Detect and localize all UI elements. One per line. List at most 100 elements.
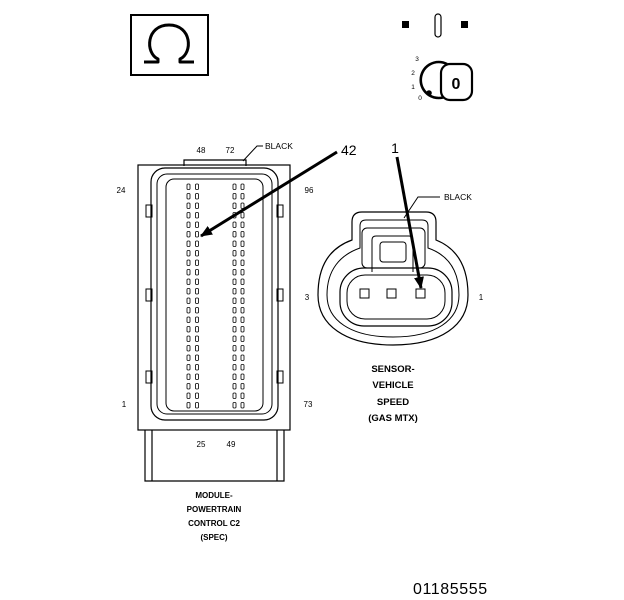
pcm-pin-cavity bbox=[240, 240, 245, 247]
pcm-pin-label: 1 bbox=[122, 400, 127, 409]
pcm-pin-cavity bbox=[186, 240, 191, 247]
pcm-pin-cavity bbox=[195, 231, 199, 238]
pcm-pin-cavity bbox=[232, 202, 237, 209]
vss-callout-number: 1 bbox=[391, 140, 399, 156]
pcm-pin-cavity bbox=[186, 231, 191, 238]
pcm-pin-cavity bbox=[240, 402, 245, 409]
pcm-connector-pin-field bbox=[165, 178, 264, 412]
pcm-pin-label: 25 bbox=[197, 440, 206, 449]
pcm-pin-cavity bbox=[232, 250, 237, 257]
ignition-key-icon: 0 3 2 1 0 bbox=[402, 13, 474, 102]
pcm-pin-cavity bbox=[186, 364, 191, 371]
pcm-pin-cavity bbox=[232, 297, 237, 304]
pcm-pin-cavity bbox=[186, 402, 191, 409]
pcm-pin-cavity bbox=[186, 354, 191, 361]
pcm-pin-cavity bbox=[186, 221, 191, 228]
pcm-pin-cavity bbox=[195, 212, 199, 219]
pcm-pin-cavity bbox=[240, 354, 245, 361]
pcm-pin-cavity bbox=[240, 193, 245, 200]
vss-callout-arrow bbox=[395, 156, 424, 289]
vss-pin-cavity bbox=[359, 288, 370, 299]
pcm-pin-label: 96 bbox=[305, 186, 314, 195]
vss-terminal-cavity-outer bbox=[339, 267, 453, 327]
pcm-pin-cavity bbox=[232, 231, 237, 238]
pcm-pin-cavity bbox=[195, 278, 199, 285]
pcm-pin-cavity bbox=[186, 392, 191, 399]
vss-connector-name: SPEED bbox=[377, 397, 409, 408]
key-head bbox=[439, 62, 474, 102]
pcm-pin-cavity bbox=[240, 212, 245, 219]
pcm-pin-cavity bbox=[195, 240, 199, 247]
vss-color-label: BLACK bbox=[444, 192, 472, 202]
pcm-connector-name: CONTROL C2 bbox=[188, 519, 240, 528]
pcm-connector-body-inner bbox=[156, 173, 273, 415]
vss-connector-name: SENSOR- bbox=[371, 364, 414, 375]
pcm-pin-cavity bbox=[186, 288, 191, 295]
pcm-pin-cavity bbox=[195, 193, 199, 200]
pcm-pin-cavity bbox=[232, 193, 237, 200]
pcm-pin-cavity bbox=[232, 345, 237, 352]
pcm-pin-cavity bbox=[186, 250, 191, 257]
key-position-marker bbox=[426, 90, 432, 96]
pcm-pin-cavity bbox=[240, 259, 245, 266]
pcm-pin-cavity bbox=[240, 269, 245, 276]
vss-pin-cavity bbox=[386, 288, 397, 299]
pcm-pin-cavity bbox=[232, 278, 237, 285]
pcm-pin-cavity bbox=[240, 345, 245, 352]
vss-connector-name: VEHICLE bbox=[372, 380, 413, 391]
pcm-pin-cavity bbox=[186, 373, 191, 380]
ignition-mark-right bbox=[461, 21, 468, 28]
vss-connector: 3 1 BLACK SENSOR- VEHICLE SPEED (GAS MTX… bbox=[305, 192, 484, 424]
pcm-callout-number: 42 bbox=[341, 142, 357, 158]
pcm-pin-cavity bbox=[240, 373, 245, 380]
pcm-connector-top-key bbox=[183, 159, 247, 166]
pcm-pin-cavity bbox=[195, 335, 199, 342]
pcm-pin-cavity bbox=[232, 402, 237, 409]
pcm-pin-cavity bbox=[240, 297, 245, 304]
pcm-pin-cavity bbox=[240, 278, 245, 285]
pcm-connector-name: (SPEC) bbox=[200, 533, 227, 542]
vss-connector-body-inner bbox=[326, 219, 460, 338]
pcm-pin-label: 73 bbox=[304, 400, 313, 409]
ignition-position-label: 3 bbox=[415, 56, 419, 63]
pcm-pin-cavity bbox=[232, 392, 237, 399]
pcm-pin-cavity bbox=[240, 221, 245, 228]
ohm-symbol-icon bbox=[144, 23, 194, 64]
pcm-pin-cavity bbox=[186, 326, 191, 333]
vss-color-leader bbox=[403, 196, 440, 219]
pcm-pin-cavity bbox=[232, 221, 237, 228]
pcm-connector-shell bbox=[144, 430, 285, 482]
pcm-pin-cavity bbox=[195, 326, 199, 333]
pcm-pin-cavity bbox=[232, 383, 237, 390]
pcm-pin-cavity bbox=[240, 183, 245, 190]
pcm-pin-cavity bbox=[195, 383, 199, 390]
ohmmeter-icon bbox=[130, 14, 209, 76]
pcm-pin-cavity bbox=[240, 383, 245, 390]
pcm-pin-cavity bbox=[240, 316, 245, 323]
pcm-pin-cavity bbox=[186, 335, 191, 342]
vss-connector-body-outer bbox=[317, 211, 469, 346]
pcm-pin-cavity bbox=[195, 202, 199, 209]
ignition-position-label: 0 bbox=[418, 95, 422, 102]
ignition-mark-center bbox=[434, 13, 442, 38]
pcm-pin-label: 48 bbox=[197, 146, 206, 155]
pcm-side-tab bbox=[145, 204, 153, 218]
pcm-pin-cavity bbox=[195, 316, 199, 323]
pcm-pin-cavity bbox=[195, 250, 199, 257]
vss-pin-label: 1 bbox=[479, 293, 484, 302]
pcm-pin-cavity bbox=[186, 297, 191, 304]
pcm-connector-name: POWERTRAIN bbox=[187, 505, 242, 514]
pcm-pin-cavity bbox=[240, 288, 245, 295]
pcm-pin-cavity bbox=[232, 307, 237, 314]
pcm-pin-cavity bbox=[195, 402, 199, 409]
pcm-pin-cavity bbox=[186, 193, 191, 200]
pcm-pin-label: 49 bbox=[227, 440, 236, 449]
pcm-pin-cavity bbox=[186, 345, 191, 352]
pcm-pin-cavity bbox=[240, 326, 245, 333]
pcm-pin-cavity bbox=[195, 183, 199, 190]
pcm-pin-cavity bbox=[195, 392, 199, 399]
pcm-pin-cavity bbox=[186, 202, 191, 209]
pcm-pin-cavity bbox=[240, 392, 245, 399]
pcm-pin-callout: 42 bbox=[200, 142, 357, 238]
